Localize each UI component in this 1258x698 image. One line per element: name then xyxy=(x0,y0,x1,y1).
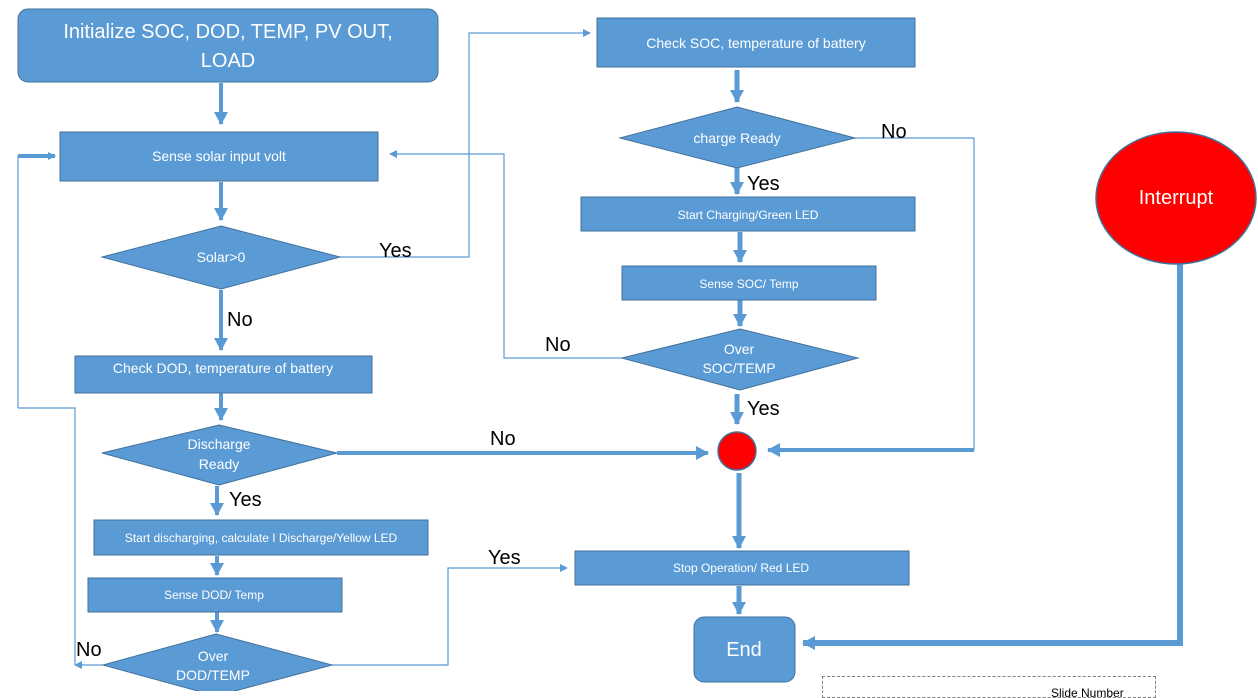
over-dod-line2: DOD/TEMP xyxy=(176,667,250,683)
start-charging-label: Start Charging/Green LED xyxy=(678,208,819,222)
over-dod-node: Over DOD/TEMP xyxy=(101,633,334,691)
check-soc-node: Check SOC, temperature of battery xyxy=(596,17,916,68)
label-discharge-yes: Yes xyxy=(229,489,262,511)
end-node: End xyxy=(693,616,796,683)
charge-ready-label: charge Ready xyxy=(693,130,780,146)
label-discharge-no: No xyxy=(490,428,516,450)
stop-operation-label: Stop Operation/ Red LED xyxy=(673,561,809,575)
charge-ready-node: charge Ready xyxy=(618,106,857,169)
label-charge-yes: Yes xyxy=(747,173,780,195)
start-discharging-node: Start discharging, calculate I Discharge… xyxy=(93,519,429,556)
init-node: Initialize SOC, DOD, TEMP, PV OUT, LOAD xyxy=(17,8,439,83)
sense-soc-label: Sense SOC/ Temp xyxy=(699,277,798,291)
slide-number-text: Slide Number xyxy=(1051,686,1124,698)
over-dod-line1: Over xyxy=(198,648,229,664)
label-charge-no: No xyxy=(881,121,907,143)
sense-dod-label: Sense DOD/ Temp xyxy=(164,588,264,602)
interrupt-node: Interrupt xyxy=(1095,131,1257,265)
stop-operation-node: Stop Operation/ Red LED xyxy=(574,550,910,586)
label-solar-no: No xyxy=(227,309,253,331)
over-soc-line1: Over xyxy=(724,341,755,357)
sense-dod-node: Sense DOD/ Temp xyxy=(87,577,343,613)
solar-decision-label: Solar>0 xyxy=(197,249,246,265)
slide-number-placeholder: Slide Number xyxy=(822,676,1156,698)
check-dod-label: Check DOD, temperature of battery xyxy=(113,360,333,376)
init-line1: Initialize SOC, DOD, TEMP, PV OUT, xyxy=(63,21,392,43)
sense-solar-label: Sense solar input volt xyxy=(152,148,286,164)
edge-over-dod-yes-to-stop-operation xyxy=(332,564,568,666)
label-over-dod-no: No xyxy=(76,639,102,661)
edge-over-soc-no-to-sense-solar xyxy=(389,150,622,359)
label-over-soc-yes: Yes xyxy=(747,398,780,420)
start-charging-node: Start Charging/Green LED xyxy=(580,196,916,232)
sense-solar-node: Sense solar input volt xyxy=(59,131,379,182)
edge-solar-yes-to-check-soc xyxy=(340,29,591,258)
start-discharging-label: Start discharging, calculate I Discharge… xyxy=(125,531,398,545)
init-line2: LOAD xyxy=(201,50,255,72)
edge-left-loop-to-sense-solar xyxy=(17,152,56,408)
edge-left-loop-vertical xyxy=(18,407,76,665)
over-soc-node: Over SOC/TEMP xyxy=(620,328,860,391)
connectors xyxy=(17,29,1183,669)
check-soc-label: Check SOC, temperature of battery xyxy=(646,35,865,51)
label-over-dod-yes: Yes xyxy=(488,547,521,569)
discharge-ready-line2: Ready xyxy=(199,456,239,472)
solar-decision-node: Solar>0 xyxy=(100,225,342,290)
label-over-soc-no: No xyxy=(545,334,571,356)
label-solar-yes: Yes xyxy=(379,240,412,262)
discharge-ready-line1: Discharge xyxy=(187,436,250,452)
sense-soc-node: Sense SOC/ Temp xyxy=(621,265,877,301)
junction-node xyxy=(717,431,757,471)
end-label: End xyxy=(726,639,762,661)
over-soc-line2: SOC/TEMP xyxy=(702,360,775,376)
edge-charge-no-vertical xyxy=(855,137,975,450)
interrupt-label: Interrupt xyxy=(1139,187,1214,209)
discharge-ready-node: Discharge Ready xyxy=(101,424,338,486)
check-dod-node: Check DOD, temperature of battery xyxy=(74,355,373,394)
